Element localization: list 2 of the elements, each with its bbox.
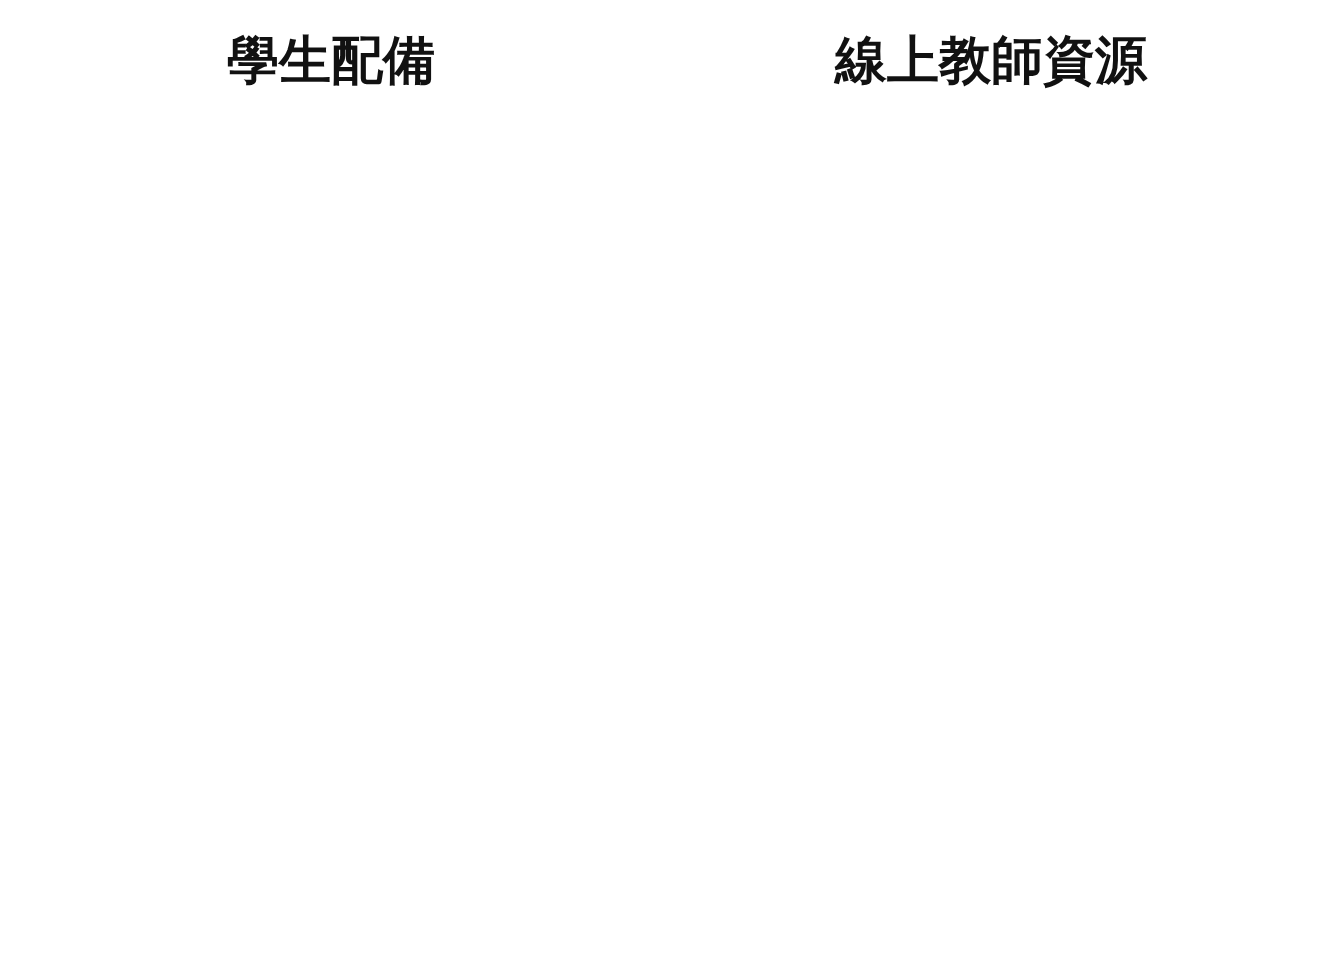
section-heading: 線上教師資源 — [833, 29, 1149, 92]
section-heading: 學生配備 — [226, 29, 436, 92]
